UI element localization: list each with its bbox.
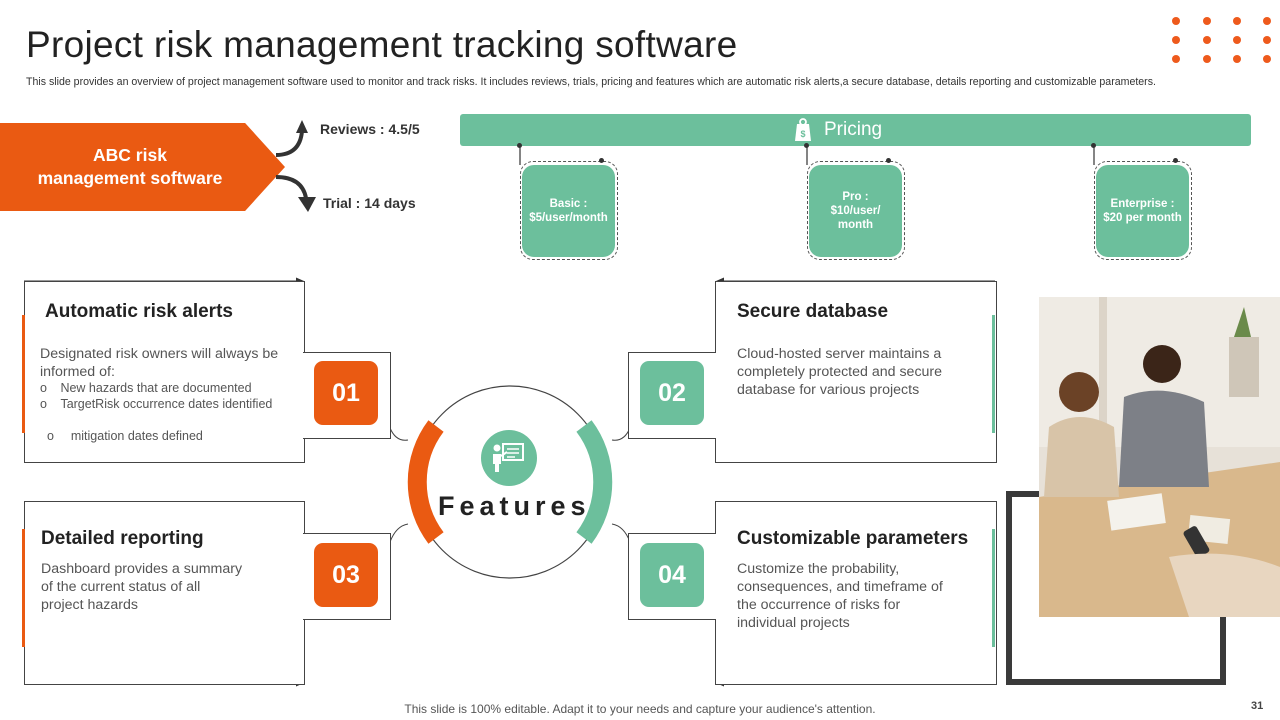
feature-title: Detailed reporting: [41, 528, 204, 549]
pricing-label: Pricing: [824, 119, 883, 140]
presentation-icon: [481, 430, 537, 486]
feature-description: Designated risk owners will always be in…: [40, 346, 279, 380]
meeting-photo: [1039, 297, 1280, 617]
plan-price: $10/user/: [830, 205, 881, 217]
page-number: 31: [1251, 700, 1264, 712]
pricing-dot: [804, 143, 809, 148]
feature-number-03: 03: [314, 543, 378, 607]
software-name-line1: ABC risk: [93, 145, 167, 165]
feature-title: Customizable parameters: [737, 528, 969, 549]
bullet-marker: o: [40, 381, 47, 395]
feature-number-01: 01: [314, 361, 378, 425]
pricing-card-enterprise: Enterprise : $20 per month: [1096, 165, 1189, 257]
pricing-dot: [1173, 158, 1178, 163]
pricing-card-pro: Pro : $10/user/ month: [809, 165, 902, 257]
software-name-line2: management software: [37, 168, 223, 188]
feature-title: Secure database: [737, 301, 889, 322]
bullet-text: mitigation dates defined: [63, 429, 203, 443]
bullet-item: o mitigation dates defined: [40, 412, 203, 444]
plan-price-unit: month: [837, 219, 874, 231]
pricing-connectors: [519, 145, 1095, 165]
feature-description: Customize the probability, consequences,…: [737, 561, 943, 631]
pricing-dot: [886, 158, 891, 163]
bullet-item: o TargetRisk occurrence dates identified: [40, 396, 272, 412]
bullet-text: TargetRisk occurrence dates identified: [60, 397, 273, 411]
feature-card-secure-database: [715, 281, 997, 463]
svg-text:$: $: [800, 129, 805, 139]
plan-name: Basic :: [549, 198, 588, 210]
bullet-text: New hazards that are documented: [60, 381, 252, 395]
features-arc-right: [576, 420, 613, 544]
features-arc-left: [407, 420, 444, 544]
feature-description: Dashboard provides a summary of the curr…: [41, 561, 243, 613]
feature-card-customizable-parameters: [715, 501, 997, 685]
plan-price: $20 per month: [1103, 212, 1182, 224]
reviews-arrow-curve: [275, 130, 304, 157]
bullet-marker: o: [46, 429, 54, 443]
plan-name: Pro :: [842, 191, 869, 203]
software-banner: [0, 123, 285, 211]
pricing-card-outline: [807, 161, 905, 260]
feature-number-04: 04: [640, 543, 704, 607]
page-title: Project risk management tracking softwar…: [26, 24, 738, 65]
bullet-marker: o: [40, 397, 47, 411]
pricing-card-outline: [520, 161, 618, 260]
feature-card-automatic-risk-alerts: [24, 281, 305, 463]
feature-title: Automatic risk alerts: [45, 301, 233, 322]
feature-accent-bar: [22, 529, 25, 647]
features-center-label: Features: [438, 491, 591, 521]
feature-description: Cloud-hosted server maintains a complete…: [737, 346, 943, 398]
pricing-dot: [517, 143, 522, 148]
pricing-bar: [460, 114, 1251, 146]
pricing-dot: [599, 158, 604, 163]
feature-accent-bar: [22, 315, 25, 433]
trial-text: Trial : 14 days: [323, 195, 416, 211]
feature-accent-bar: [992, 529, 995, 647]
trial-arrow-curve: [275, 175, 308, 199]
pricing-card-basic: Basic : $5/user/month: [522, 165, 615, 257]
plan-price: $5/user/month: [529, 212, 608, 224]
price-tag-icon: $: [795, 118, 811, 141]
software-name: ABC risk management software: [0, 144, 260, 190]
reviews-text: Reviews : 4.5/5: [320, 121, 420, 137]
bullet-item: o New hazards that are documented: [40, 380, 252, 396]
decorative-dot-grid: [1168, 14, 1280, 66]
pricing-dot: [1091, 143, 1096, 148]
footer-note: This slide is 100% editable. Adapt it to…: [404, 702, 876, 716]
feature-accent-bar: [992, 315, 995, 433]
pricing-card-outline: [1094, 161, 1192, 260]
feature-card-detailed-reporting: [24, 501, 305, 685]
reviews-arrow-icon: [296, 120, 308, 133]
trial-arrow-icon: [298, 197, 316, 212]
page-subtitle: This slide provides an overview of proje…: [26, 76, 1156, 88]
branch-arrows: [275, 120, 316, 212]
feature-number-02: 02: [640, 361, 704, 425]
plan-name: Enterprise :: [1110, 198, 1175, 210]
